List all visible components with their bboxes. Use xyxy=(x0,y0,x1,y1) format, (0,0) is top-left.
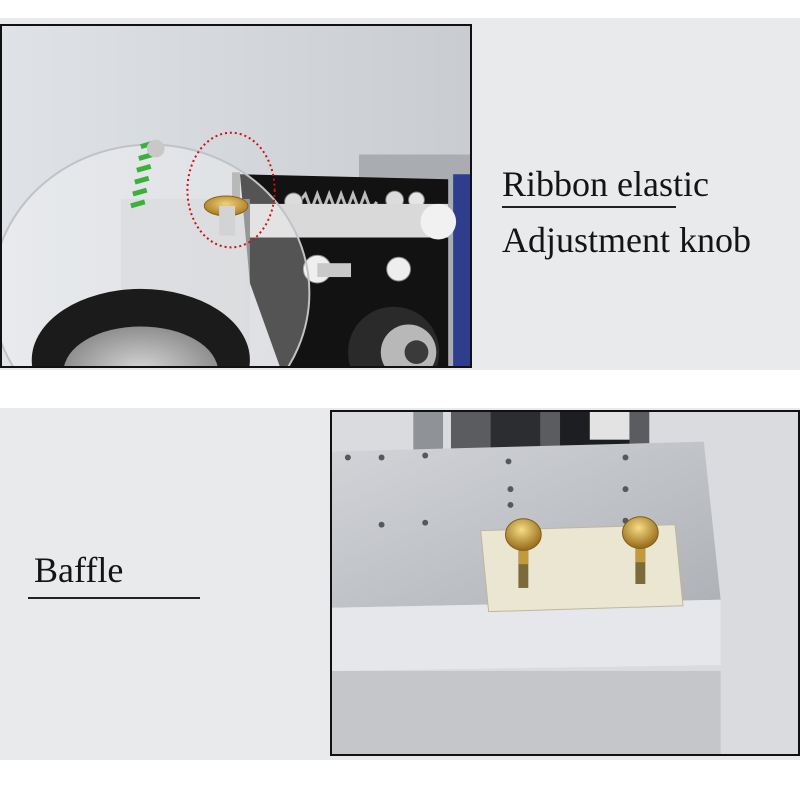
ribbon-elastic-caption: Ribbon elastic xyxy=(502,164,709,204)
ribbon-elastic-underline xyxy=(502,206,676,208)
baffle-underline xyxy=(28,597,200,599)
baffle-photo xyxy=(330,410,800,756)
adjustment-knob-caption: Adjustment knob xyxy=(502,220,751,260)
ribbon-mechanism-photo xyxy=(0,24,472,368)
baffle-caption: Baffle xyxy=(34,550,124,590)
